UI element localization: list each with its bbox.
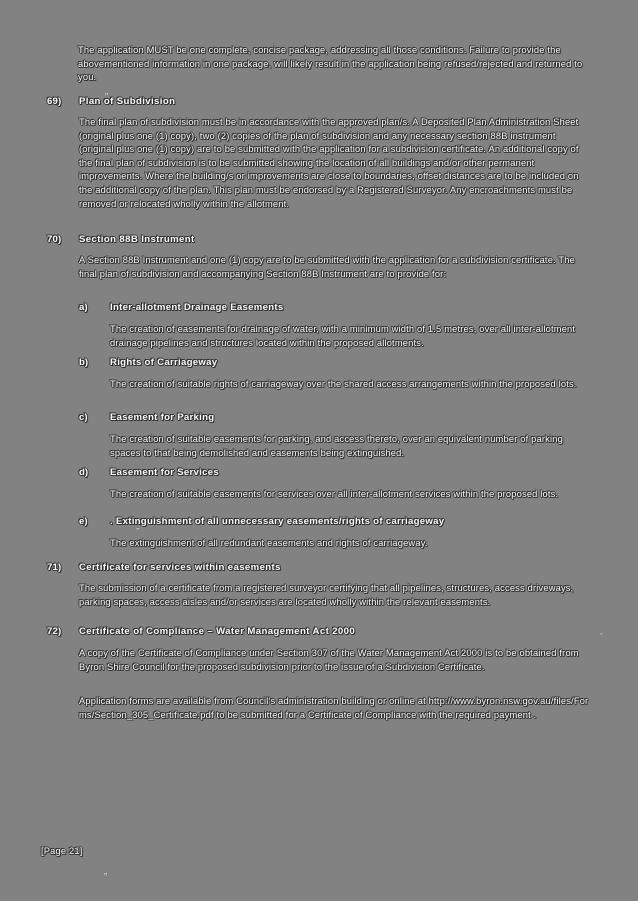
- clause-70-subitem-e-heading: . Extinguishment of all unnecessary ease…: [110, 516, 445, 527]
- clause-70-body: A Section 88B Instrument and one (1) cop…: [79, 255, 575, 279]
- clause-70-heading: Section 88B Instrument: [79, 234, 195, 245]
- clause-70-number: 70): [47, 234, 62, 245]
- lead-paragraph: The application MUST be one complete, co…: [78, 45, 583, 83]
- scan-artifact-right: ˇ: [600, 632, 603, 642]
- clause-70-subitem-b-body: The creation of suitable rights of carri…: [110, 379, 577, 389]
- clause-70-subitem-a-heading: Inter-allotment Drainage Easements: [110, 302, 284, 313]
- clause-69-body: The final plan of subdivision must be in…: [79, 117, 579, 209]
- clause-72-number: 72): [47, 626, 62, 637]
- clause-71-heading: Certificate for services within easement…: [79, 562, 281, 573]
- clause-72-body-secondary: Application forms are available from Cou…: [79, 695, 593, 722]
- clause-70-subitem-c-heading: Easement for Parking: [110, 412, 215, 423]
- clause-70-subitem-c-body: The creation of suitable easements for p…: [110, 434, 563, 458]
- clause-70-subitem-a-body: The creation of easements for drainage o…: [110, 324, 576, 348]
- clause-70-subitem-e-body: The extinguishment of all redundant ease…: [110, 538, 428, 548]
- scan-artifact-footer: „: [104, 866, 107, 876]
- clause-72-forms-text: Application forms are available from Cou…: [79, 696, 429, 706]
- scan-artifact-top: „: [105, 86, 108, 96]
- clause-70-subitem-b-letter: b): [79, 357, 89, 368]
- clause-72-forms-text-end: to be submitted for a Certificate of Com…: [213, 709, 537, 720]
- clause-71-number: 71): [47, 562, 62, 573]
- clause-69-number: 69): [47, 96, 62, 107]
- scan-artifact-subitem-e: ˝: [136, 527, 139, 537]
- clause-70-subitem-c-letter: c): [79, 412, 88, 423]
- clause-70-subitem-a-letter: a): [79, 302, 88, 313]
- clause-72-heading: Certificate of Compliance – Water Manage…: [79, 626, 356, 637]
- clause-72-body: A copy of the Certificate of Compliance …: [79, 648, 579, 672]
- clause-71-body: The submission of a certificate from a r…: [79, 583, 574, 607]
- clause-70-subitem-d-heading: Easement for Services: [110, 467, 219, 478]
- clause-70-subitem-d-body: The creation of suitable easements for s…: [110, 489, 559, 499]
- council-forms-url[interactable]: http://www.byron.nsw.gov.au/files/Forms/…: [79, 696, 589, 720]
- page-number-footer: [Page 21]: [41, 846, 83, 856]
- clause-70-subitem-e-letter: e): [79, 516, 88, 527]
- clause-70-subitem-b-heading: Rights of Carriageway: [110, 357, 218, 368]
- clause-70-subitem-d-letter: d): [79, 467, 89, 478]
- clause-69-heading: Plan of Subdivision: [79, 96, 176, 107]
